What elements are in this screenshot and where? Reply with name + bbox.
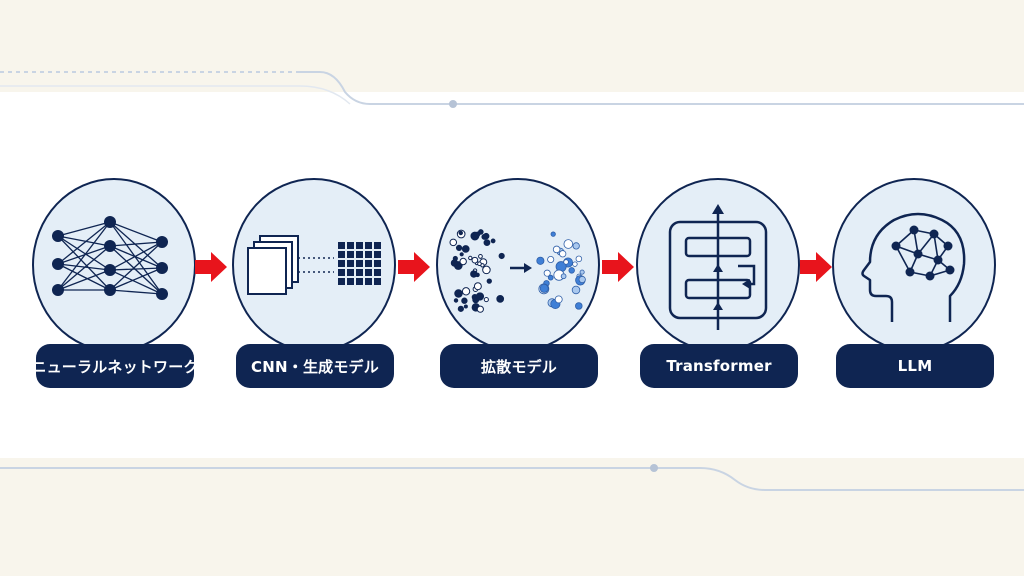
red-arrow-icon <box>602 252 634 282</box>
step-label: CNN・生成モデル <box>236 344 394 388</box>
step-cnn-generative: CNN・生成モデル <box>232 178 396 390</box>
step-label: ニューラルネットワーク <box>31 344 198 388</box>
transformer-block-icon <box>668 204 768 330</box>
step-label: 拡散モデル <box>440 344 598 388</box>
red-arrow-icon <box>398 252 430 282</box>
step-label: Transformer <box>640 344 798 388</box>
cnn-feature-map-icon <box>247 235 381 295</box>
step-diffusion: 拡散モデル <box>436 178 600 390</box>
diffusion-particles-icon <box>449 229 586 313</box>
step-transformer: Transformer <box>636 178 800 390</box>
red-arrow-icon <box>195 252 227 282</box>
neural-network-icon-circle <box>32 178 196 352</box>
transformer-icon-circle <box>636 178 800 352</box>
llm-icon-circle <box>832 178 996 352</box>
step-neural-network: ニューラルネットワーク <box>31 178 198 390</box>
cnn-icon-circle <box>232 178 396 352</box>
neural-network-icon <box>52 216 168 300</box>
step-label: LLM <box>836 344 994 388</box>
step-llm: LLM <box>832 178 996 390</box>
diffusion-icon-circle <box>436 178 600 352</box>
head-network-icon <box>861 212 966 322</box>
red-arrow-icon <box>800 252 832 282</box>
